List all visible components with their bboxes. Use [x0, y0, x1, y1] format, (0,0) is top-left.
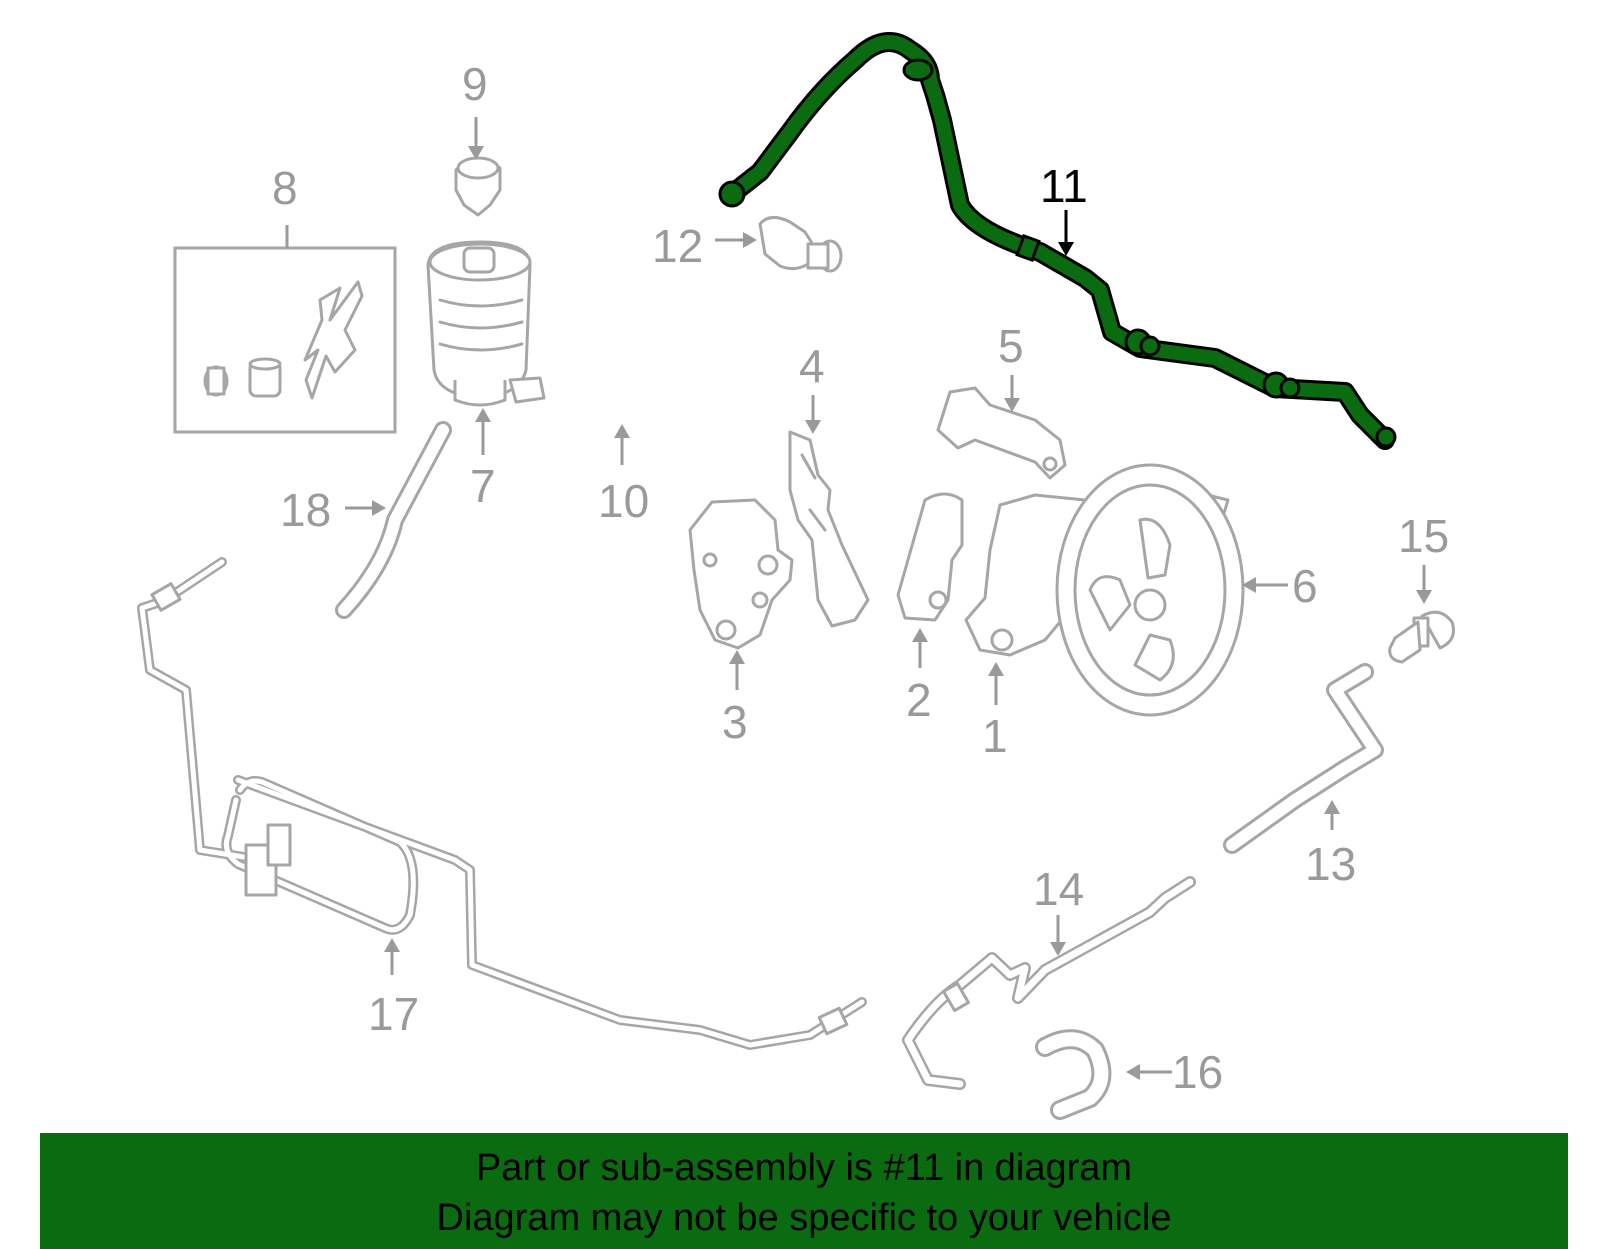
info-banner: Part or sub-assembly is #11 in diagram D…	[40, 1133, 1568, 1249]
banner-line-1: Part or sub-assembly is #11 in diagram	[475, 1147, 1133, 1189]
part-13-hose[interactable]	[1223, 663, 1384, 854]
callout-14: 14	[1033, 863, 1084, 915]
callout-7: 7	[470, 460, 496, 512]
callout-15: 15	[1398, 510, 1449, 562]
callout-10: 10	[598, 475, 649, 527]
part-9-reservoir-cap[interactable]	[454, 156, 502, 217]
part-10-hose[interactable]	[557, 394, 695, 415]
part-4-bracket[interactable]	[788, 430, 870, 628]
callout-1: 1	[982, 710, 1008, 762]
part-6-pulley[interactable]	[1055, 463, 1245, 717]
part-16-hose[interactable]	[1035, 1029, 1112, 1120]
callout-17: 17	[368, 988, 419, 1040]
callout-12: 12	[652, 220, 703, 272]
callout-8: 8	[272, 162, 298, 214]
part-12-pressure-switch[interactable]	[758, 216, 843, 273]
part-5-bracket[interactable]	[936, 386, 1067, 480]
callout-9: 9	[462, 58, 488, 110]
callout-6: 6	[1292, 560, 1318, 612]
callout-labels: 9 8 7 10 18 12 11 4 5 3 2 1 6 15 13 14 1…	[272, 58, 1449, 1098]
part-8-seal-kit[interactable]	[173, 246, 397, 434]
part-11-pressure-hose-highlighted[interactable]	[718, 32, 1397, 450]
callout-arrows	[285, 117, 1432, 1080]
callout-16: 16	[1172, 1046, 1223, 1098]
part-3-pump-bracket[interactable]	[688, 498, 794, 650]
callout-3: 3	[722, 696, 748, 748]
banner-line-2: Diagram may not be specific to your vehi…	[436, 1197, 1172, 1239]
part-15-bolt[interactable]	[1388, 610, 1455, 664]
callout-18: 18	[280, 484, 331, 536]
callout-4: 4	[799, 340, 825, 392]
part-2-bracket[interactable]	[896, 492, 964, 622]
part-18-hose[interactable]	[335, 421, 452, 619]
part-17-cooler-pipe[interactable]	[137, 557, 867, 1050]
part-7-reservoir[interactable]	[426, 240, 546, 407]
callout-11: 11	[1040, 160, 1088, 212]
callout-5: 5	[998, 320, 1024, 372]
callout-13: 13	[1305, 838, 1356, 890]
part-14-return-pipe[interactable]	[902, 876, 1196, 1090]
callout-2: 2	[906, 674, 932, 726]
